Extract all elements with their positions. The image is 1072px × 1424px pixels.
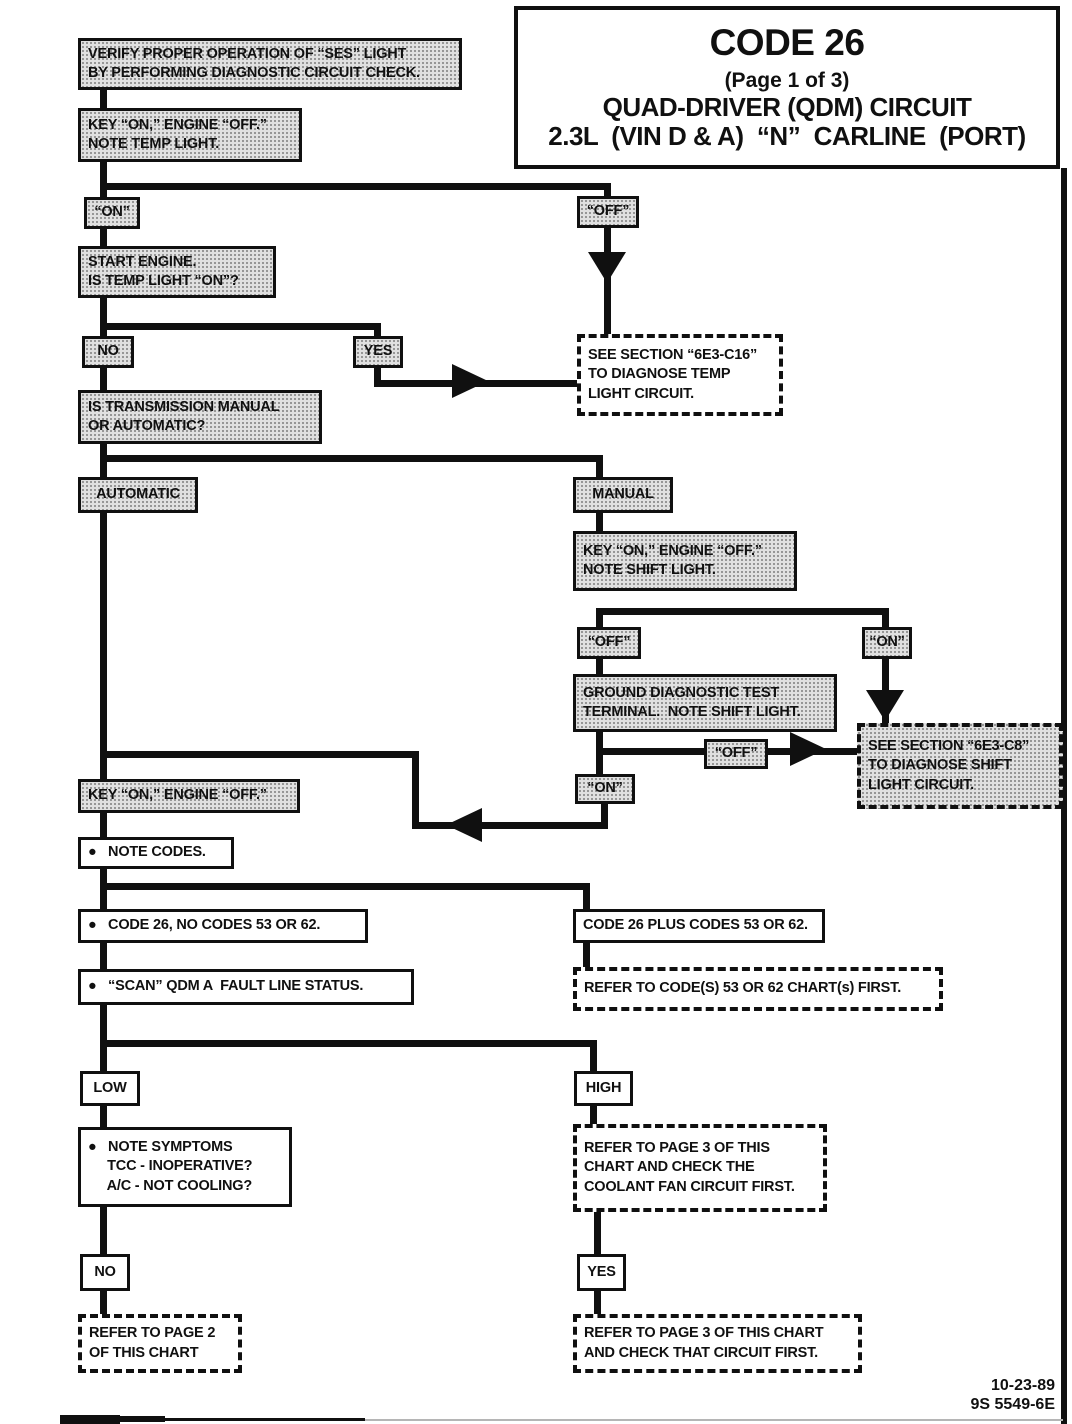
node-refer-codes-5362-first: REFER TO CODE(S) 53 OR 62 CHART(s) FIRST… [573, 967, 943, 1011]
page-edge-line [165, 1418, 365, 1421]
connector-line [100, 183, 611, 190]
connector-line [100, 88, 107, 108]
connector-line [604, 183, 611, 196]
connector-line [596, 732, 603, 774]
connector-line [596, 608, 889, 615]
page-edge-line [120, 1416, 165, 1422]
connector-line [590, 1040, 597, 1071]
connector-line [100, 323, 381, 330]
branch-temp-off: “OFF” [577, 196, 639, 228]
title-box: CODE 26 (Page 1 of 3) QUAD-DRIVER (QDM) … [514, 6, 1060, 169]
branch-shift-off-2: “OFF” [704, 739, 768, 769]
connector-line [100, 1207, 107, 1254]
node-key-on-note-shift: KEY “ON,” ENGINE “OFF.” NOTE SHIFT LIGHT… [573, 531, 797, 591]
connector-line [583, 883, 590, 909]
connector-line [594, 1212, 601, 1254]
node-see-section-6e3-c8: SEE SECTION “6E3-C8” TO DIAGNOSE SHIFT L… [857, 723, 1063, 809]
branch-high: HIGH [574, 1071, 633, 1106]
chart-subtitle-circuit: QUAD-DRIVER (QDM) CIRCUIT [602, 91, 972, 122]
page-edge-line [1061, 168, 1067, 1424]
connector-line [100, 368, 107, 390]
connector-line [882, 608, 889, 627]
connector-line [601, 804, 608, 829]
node-verify-ses-light: VERIFY PROPER OPERATION OF “SES” LIGHT B… [78, 38, 462, 90]
connector-line [583, 943, 590, 969]
node-refer-page3-that-circuit: REFER TO PAGE 3 OF THIS CHART AND CHECK … [573, 1314, 862, 1373]
branch-yes-2: YES [577, 1254, 626, 1291]
node-note-symptoms: ● NOTE SYMPTOMS TCC - INOPERATIVE? A/C -… [78, 1127, 292, 1207]
connector-line [412, 751, 419, 829]
connector-line [100, 1040, 597, 1047]
connector-line [594, 1291, 601, 1314]
branch-no-2: NO [80, 1254, 130, 1291]
branch-shift-on: “ON” [862, 627, 912, 659]
arrow-down-icon [588, 252, 626, 283]
connector-line [100, 883, 590, 890]
node-scan-qdm-fault-line: ● “SCAN” QDM A FAULT LINE STATUS. [78, 969, 414, 1005]
page-edge-line [365, 1419, 1063, 1421]
arrow-down-icon [866, 690, 904, 721]
node-transmission-question: IS TRANSMISSION MANUAL OR AUTOMATIC? [78, 390, 322, 444]
connector-line [100, 513, 107, 780]
document-stamp: 10-23-89 9S 5549-6E [970, 1377, 1055, 1413]
connector-line [100, 751, 419, 758]
chart-page-indicator: (Page 1 of 3) [724, 68, 850, 92]
branch-shift-off: “OFF” [577, 627, 641, 659]
connector-line [374, 323, 381, 336]
arrow-right-icon [452, 364, 488, 398]
connector-line [100, 1291, 107, 1314]
node-key-on-engine-off: KEY “ON,” ENGINE “OFF.” [78, 779, 300, 813]
branch-temp-on: “ON” [84, 197, 140, 229]
connector-line [603, 748, 704, 755]
arrow-left-icon [446, 808, 482, 842]
connector-line [100, 1005, 107, 1071]
connector-line [100, 813, 107, 837]
node-start-engine: START ENGINE. IS TEMP LIGHT “ON”? [78, 246, 276, 298]
node-see-section-6e3-c16: SEE SECTION “6E3-C16” TO DIAGNOSE TEMP L… [577, 334, 783, 416]
connector-line [412, 822, 608, 829]
node-refer-page2: REFER TO PAGE 2 OF THIS CHART [78, 1314, 242, 1373]
node-note-codes: ● NOTE CODES. [78, 837, 234, 869]
connector-line [590, 1106, 597, 1125]
node-refer-page3-coolant-fan: REFER TO PAGE 3 OF THIS CHART AND CHECK … [573, 1124, 827, 1212]
connector-line [100, 943, 107, 969]
connector-line [596, 455, 603, 477]
page-edge-line [60, 1415, 120, 1424]
connector-line [100, 1106, 107, 1127]
branch-no: NO [82, 336, 134, 368]
connector-line [596, 608, 603, 627]
branch-yes: YES [353, 336, 403, 368]
chart-subtitle-engine: 2.3L (VIN D & A) “N” CARLINE (PORT) [548, 120, 1026, 151]
connector-line [100, 229, 107, 246]
connector-line [100, 455, 603, 462]
connector-line [374, 368, 381, 387]
branch-automatic: AUTOMATIC [78, 477, 198, 513]
node-key-on-note-temp: KEY “ON,” ENGINE “OFF.” NOTE TEMP LIGHT. [78, 108, 302, 162]
branch-low: LOW [80, 1071, 140, 1106]
chart-code-title: CODE 26 [709, 21, 865, 63]
connector-line [596, 513, 603, 531]
node-code26-plus-5362: CODE 26 PLUS CODES 53 OR 62. [573, 909, 825, 943]
connector-line [100, 298, 107, 336]
node-ground-diagnostic-terminal: GROUND DIAGNOSTIC TEST TERMINAL. NOTE SH… [573, 674, 837, 732]
branch-manual: MANUAL [573, 477, 673, 513]
node-code26-no-5362: ● CODE 26, NO CODES 53 OR 62. [78, 909, 368, 943]
connector-line [100, 162, 107, 198]
arrow-right-icon [790, 732, 826, 766]
branch-shift-on-2: “ON” [575, 774, 635, 804]
connector-line [596, 659, 603, 674]
